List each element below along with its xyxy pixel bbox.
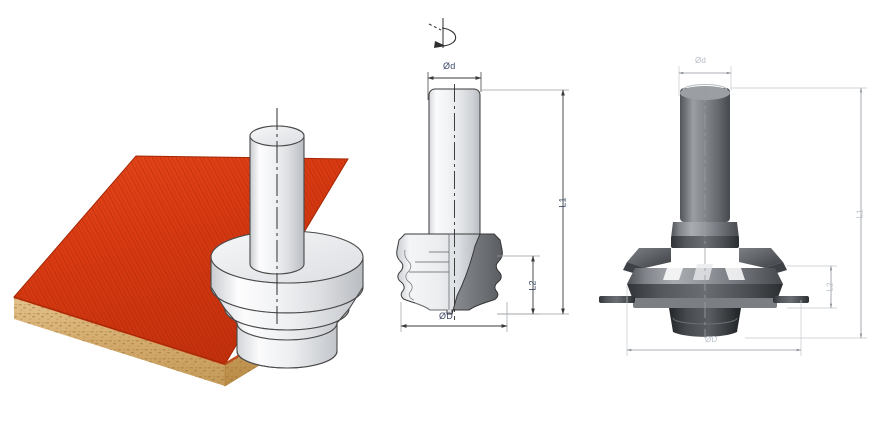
dimension-label-cutting-diameter: ØD xyxy=(439,311,453,321)
dimension-shank-diameter xyxy=(678,66,732,96)
router-bit-assembly xyxy=(599,84,809,338)
dimension-label-cutting-diameter: ØD xyxy=(705,335,718,344)
shank-top-highlight xyxy=(682,84,728,91)
dimension-label-shank-diameter: Ød xyxy=(695,56,707,65)
board-top-outline xyxy=(13,155,349,365)
lower-flange xyxy=(627,284,783,300)
dimension-profile-height xyxy=(787,265,837,309)
shank-profile xyxy=(428,88,481,235)
carbide-knife-left-upper xyxy=(627,248,671,268)
render-view: Ød ØD L1 L2 xyxy=(599,0,896,427)
dimension-overall-length xyxy=(731,87,867,339)
gullet-center xyxy=(693,264,713,280)
dimension-label-overall-length: L1 xyxy=(855,209,865,219)
cutter-bottom-arc xyxy=(236,350,338,369)
dimension-cutting-diameter xyxy=(626,286,802,356)
dimension-shank-diameter xyxy=(427,72,482,100)
render-view-svg xyxy=(599,66,867,356)
dimension-label-shank-diameter: Ød xyxy=(443,61,456,71)
dimension-profile-height xyxy=(497,255,540,315)
dimension-cutting-diameter xyxy=(400,302,508,332)
carbide-knife-right-upper xyxy=(739,248,783,268)
dimension-label-profile-height: L2 xyxy=(825,282,835,292)
rotation-direction-symbol xyxy=(428,18,457,48)
application-illustration-svg xyxy=(13,108,364,387)
gullet-right xyxy=(725,268,745,280)
spur-pin-right xyxy=(773,296,809,303)
head-inner-base-curve xyxy=(414,302,447,311)
gullet-left xyxy=(663,268,683,280)
cutter-head-shaded-face xyxy=(451,233,503,315)
dimensioned-drawing-view: Ød ØD L1 L2 xyxy=(385,0,600,427)
cutter-tool xyxy=(210,125,364,369)
head-inner-ogee-curve xyxy=(404,249,415,301)
dimensioned-drawing-svg xyxy=(396,18,569,332)
tool-section-body xyxy=(396,84,503,320)
dimension-label-overall-length: L1 xyxy=(557,197,568,208)
board-front-edge-texture xyxy=(14,297,225,386)
dimension-label-profile-height: L2 xyxy=(527,280,538,291)
application-illustration-view xyxy=(0,96,380,387)
spur-pin-left xyxy=(599,296,635,303)
